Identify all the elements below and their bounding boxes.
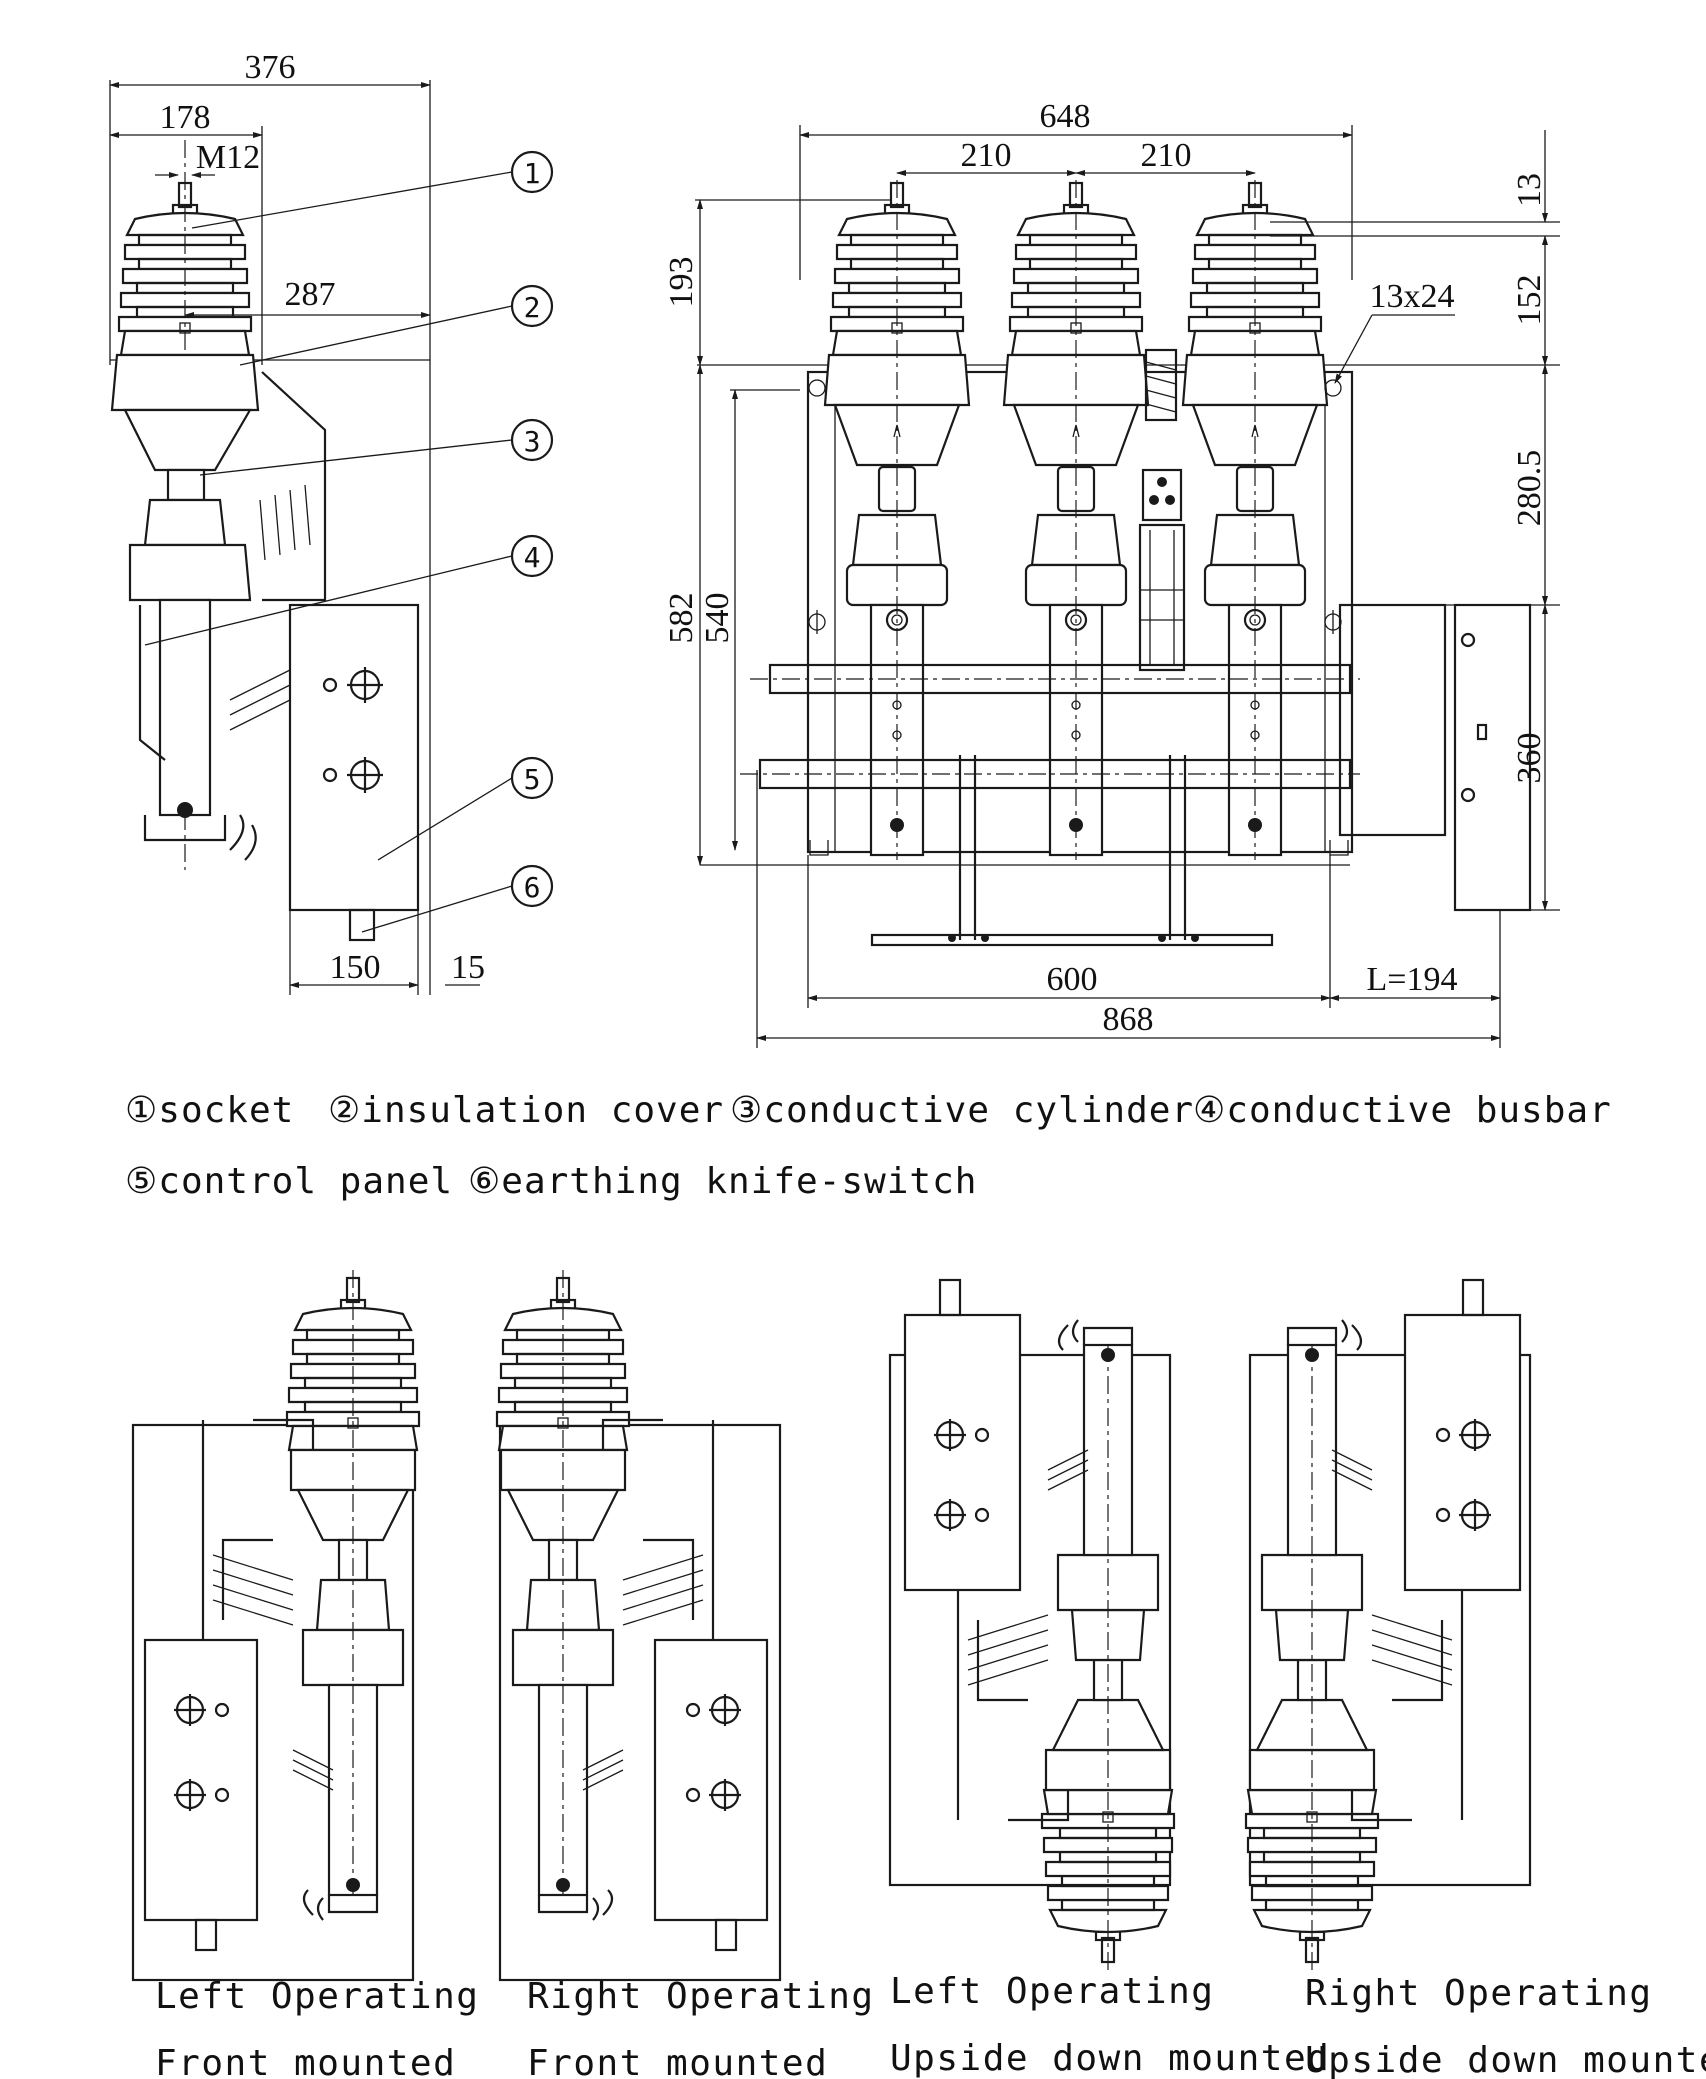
dim-slot-size: 13x24: [1370, 278, 1455, 315]
variant-left-upside-down-drawing: [888, 1278, 1174, 1970]
callout-3: 3: [510, 418, 554, 462]
dim-frame-height: 582: [663, 593, 700, 644]
dim-base-width: 600: [1047, 961, 1098, 998]
dim-mount-height: 280.5: [1511, 450, 1548, 527]
svg-text:4: 4: [524, 541, 541, 574]
svg-text:6: 6: [524, 871, 541, 904]
caption-left-front-line2: Front mounted: [155, 2043, 456, 2079]
dim-total-width: 376: [245, 49, 296, 86]
legend-item-insulation-cover: ②insulation cover: [328, 1090, 724, 1131]
caption-right-front-line2: Front mounted: [527, 2043, 828, 2079]
legend-item-control-panel: ⑤control panel: [125, 1161, 453, 1202]
caption-right-upside-line1: Right Operating: [1305, 1973, 1653, 2014]
caption-left-upside-line2: Upside down mounted: [890, 2038, 1330, 2079]
callout-1: 1: [510, 150, 554, 194]
dim-panel-width: 150: [330, 949, 381, 986]
caption-right-upside-line2: Upside down mounted: [1305, 2040, 1706, 2079]
dim-socket-offset: 178: [160, 99, 211, 136]
dim-cover-offset: 287: [285, 276, 336, 313]
legend-item-conductive-cylinder: ③conductive cylinder: [730, 1090, 1194, 1131]
legend: ①socket ②insulation cover ③conductive cy…: [125, 1090, 1612, 1202]
front-view-drawing: 648 210 210 193 13 152 13x24 280.5 360 5…: [663, 98, 1560, 1048]
dim-insulator-height: 193: [663, 257, 700, 308]
dim-bolt-size: M12: [196, 139, 260, 176]
variant-right-upside-down-drawing: [1246, 1278, 1532, 1970]
variant-captions: Left Operating Front mounted Right Opera…: [155, 1971, 1706, 2079]
dim-inner-height: 540: [699, 593, 736, 644]
dim-top-gap: 13: [1511, 173, 1548, 207]
svg-text:3: 3: [524, 425, 541, 458]
dim-pitch-left: 210: [961, 137, 1012, 174]
legend-item-socket: ①socket: [125, 1090, 294, 1131]
dim-pitch-right: 210: [1141, 137, 1192, 174]
dim-front-width: 648: [1040, 98, 1091, 135]
dim-overall-width: 868: [1103, 1001, 1154, 1038]
legend-item-conductive-busbar: ④conductive busbar: [1193, 1090, 1612, 1131]
variant-left-front-drawing: [131, 1270, 419, 1982]
caption-left-front-line1: Left Operating: [155, 1976, 479, 2017]
svg-text:5: 5: [524, 763, 541, 796]
dim-cover-height: 152: [1511, 275, 1548, 326]
caption-left-upside-line1: Left Operating: [890, 1971, 1214, 2012]
svg-text:1: 1: [524, 157, 541, 190]
callout-6: 6: [510, 864, 554, 908]
callout-4: 4: [510, 534, 554, 578]
side-view-drawing: 376 178 M12 287 150 15 1 2 3 4 5 6: [109, 49, 554, 995]
svg-text:2: 2: [524, 291, 541, 324]
caption-right-front-line1: Right Operating: [527, 1976, 875, 2017]
dim-gap: 15: [451, 949, 485, 986]
variant-right-front-drawing: [497, 1270, 782, 1982]
dim-panel-height: 360: [1511, 733, 1548, 784]
legend-item-earthing-knife-switch: ⑥earthing knife-switch: [468, 1161, 977, 1202]
callout-5: 5: [510, 756, 554, 800]
dim-length: L=194: [1367, 961, 1458, 998]
callout-2: 2: [510, 284, 554, 328]
